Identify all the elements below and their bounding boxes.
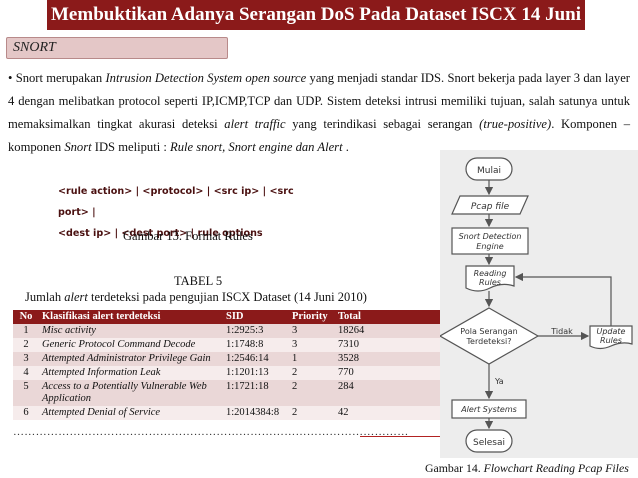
intro-paragraph: • Snort merupakan Intrusion Detection Sy…	[8, 67, 630, 159]
page-title: Membuktikan Adanya Serangan DoS Pada Dat…	[47, 0, 585, 30]
header-sid: SID	[226, 311, 244, 322]
cell-sid: 1:2014384:8	[226, 407, 280, 418]
cell-total: 42	[338, 407, 349, 418]
cell-sid: 1:2925:3	[226, 325, 264, 336]
end-terminal	[465, 429, 513, 453]
engine-label-1: Snort Detection	[459, 232, 522, 241]
cell-priority: 3	[292, 325, 298, 336]
alert-label: Alert Systems	[460, 405, 517, 414]
rule-format-line-1: <rule action> | <protocol> | <src ip> | …	[58, 186, 294, 218]
para-italic: Rule snort, Snort engine dan Alert	[170, 140, 343, 154]
para-italic: alert traffic	[224, 117, 286, 131]
rule-format-line-2: <dest ip> | <dest port> | rule options	[58, 228, 263, 239]
start-label: Mulai	[477, 166, 501, 176]
table-subtitle-italic: alert	[64, 290, 88, 304]
section-label: SNORT	[6, 37, 228, 59]
table-row: 6 Attempted Denial of Service 1:2014384:…	[13, 406, 441, 420]
para-italic: Snort	[64, 140, 92, 154]
cell-no: 6	[23, 407, 29, 418]
cell-priority: 2	[292, 407, 298, 418]
cell-priority: 1	[292, 353, 298, 364]
cell-total: 7310	[338, 339, 359, 350]
header-priority: Priority	[292, 311, 328, 322]
pcap-file-io	[451, 195, 529, 215]
table-title: TABEL 5	[174, 274, 223, 288]
table-row: 3 Attempted Administrator Privilege Gain…	[13, 352, 441, 366]
para-text: .	[342, 140, 349, 154]
table-header-row: No Klasifikasi alert terdeteksi SID Prio…	[13, 310, 441, 324]
table-row: 4 Attempted Information Leak 1:1201:13 2…	[13, 366, 441, 380]
no-label: Tidak	[550, 327, 573, 336]
update-rules-doc	[589, 325, 633, 350]
cell-sid: 1:1748:8	[226, 339, 264, 350]
cell-total: 18264	[338, 325, 365, 336]
cell-klasifikasi: Access to a Potentially Vulnerable Web A…	[42, 381, 207, 404]
header-total: Total	[338, 311, 361, 322]
figure-14-caption: Gambar 14. Flowchart Reading Pcap Files	[425, 461, 629, 476]
para-text: Snort merupakan	[12, 71, 106, 85]
cell-no: 5	[23, 381, 29, 392]
header-no: No	[19, 311, 33, 322]
cell-total: 770	[338, 367, 354, 378]
table-subtitle-text: Jumlah	[25, 290, 65, 304]
cell-klasifikasi: Attempted Administrator Privilege Gain	[42, 353, 211, 364]
table-dots: ……………………………………………………………………………………………	[13, 426, 409, 438]
reading-rules-label-1: Reading	[474, 269, 507, 278]
table-row: 2 Generic Protocol Command Decode 1:1748…	[13, 338, 441, 352]
cell-klasifikasi: Attempted Denial of Service	[42, 407, 161, 418]
table-row: 5 Access to a Potentially Vulnerable Web…	[13, 380, 441, 406]
yes-label: Ya	[494, 377, 504, 386]
end-label: Selesai	[473, 438, 505, 448]
cell-total: 284	[338, 381, 354, 392]
rule-format-box: <rule action> | <protocol> | <src ip> | …	[58, 181, 296, 239]
table-row: 1 Misc activity 1:2925:3 3 18264	[13, 324, 441, 338]
cell-no: 3	[23, 353, 29, 364]
cell-no: 1	[23, 325, 29, 336]
cell-no: 2	[23, 339, 29, 350]
cell-sid: 1:2546:14	[226, 353, 269, 364]
reading-rules-doc	[465, 265, 515, 292]
para-text: yang terindikasi sebagai serangan	[285, 117, 480, 131]
arrow-loop	[514, 272, 612, 326]
para-text: IDS meliputi :	[91, 140, 170, 154]
pcap-file-label: Pcap file	[471, 202, 510, 212]
figure-14-prefix: Gambar 14.	[425, 461, 484, 475]
table-subtitle: Jumlah alert terdeteksi pada pengujian I…	[25, 290, 367, 305]
para-text: . Komponen – komponen	[8, 117, 630, 154]
engine-process	[451, 227, 529, 255]
update-label-1: Update	[597, 327, 626, 336]
cell-klasifikasi: Generic Protocol Command Decode	[42, 339, 196, 350]
bullet: •	[8, 71, 13, 85]
cell-priority: 2	[292, 367, 298, 378]
decision-label-1: Pola Serangan	[460, 327, 517, 336]
reading-rules-label-2: Rules	[479, 278, 501, 287]
para-text: yang menjadi standar IDS. Snort bekerja …	[8, 71, 630, 131]
cell-klasifikasi: Attempted Information Leak	[42, 367, 161, 378]
para-italic: (true-positive)	[479, 117, 552, 131]
figure-14-title: Flowchart Reading Pcap Files	[483, 461, 629, 475]
table-subtitle-text: terdeteksi pada pengujian ISCX Dataset (…	[87, 290, 367, 304]
figure-13-caption: Gambar 13. Format Rules	[123, 229, 253, 243]
update-label-2: Rules	[600, 336, 622, 345]
cell-klasifikasi: Misc activity	[42, 325, 96, 336]
cell-no: 4	[23, 367, 29, 378]
flowchart: Mulai Pcap file Snort Detection Engine R…	[440, 150, 638, 458]
cell-sid: 1:1201:13	[226, 367, 269, 378]
cell-priority: 2	[292, 381, 298, 392]
cell-priority: 3	[292, 339, 298, 350]
para-italic: Intrusion Detection System open source	[105, 71, 307, 85]
cell-total: 3528	[338, 353, 359, 364]
decision-label-2: Terdeteksi?	[466, 337, 512, 346]
engine-label-2: Engine	[476, 242, 503, 251]
alert-table: No Klasifikasi alert terdeteksi SID Prio…	[13, 310, 441, 420]
cell-sid: 1:1721:18	[226, 381, 269, 392]
header-klasifikasi: Klasifikasi alert terdeteksi	[42, 311, 161, 322]
